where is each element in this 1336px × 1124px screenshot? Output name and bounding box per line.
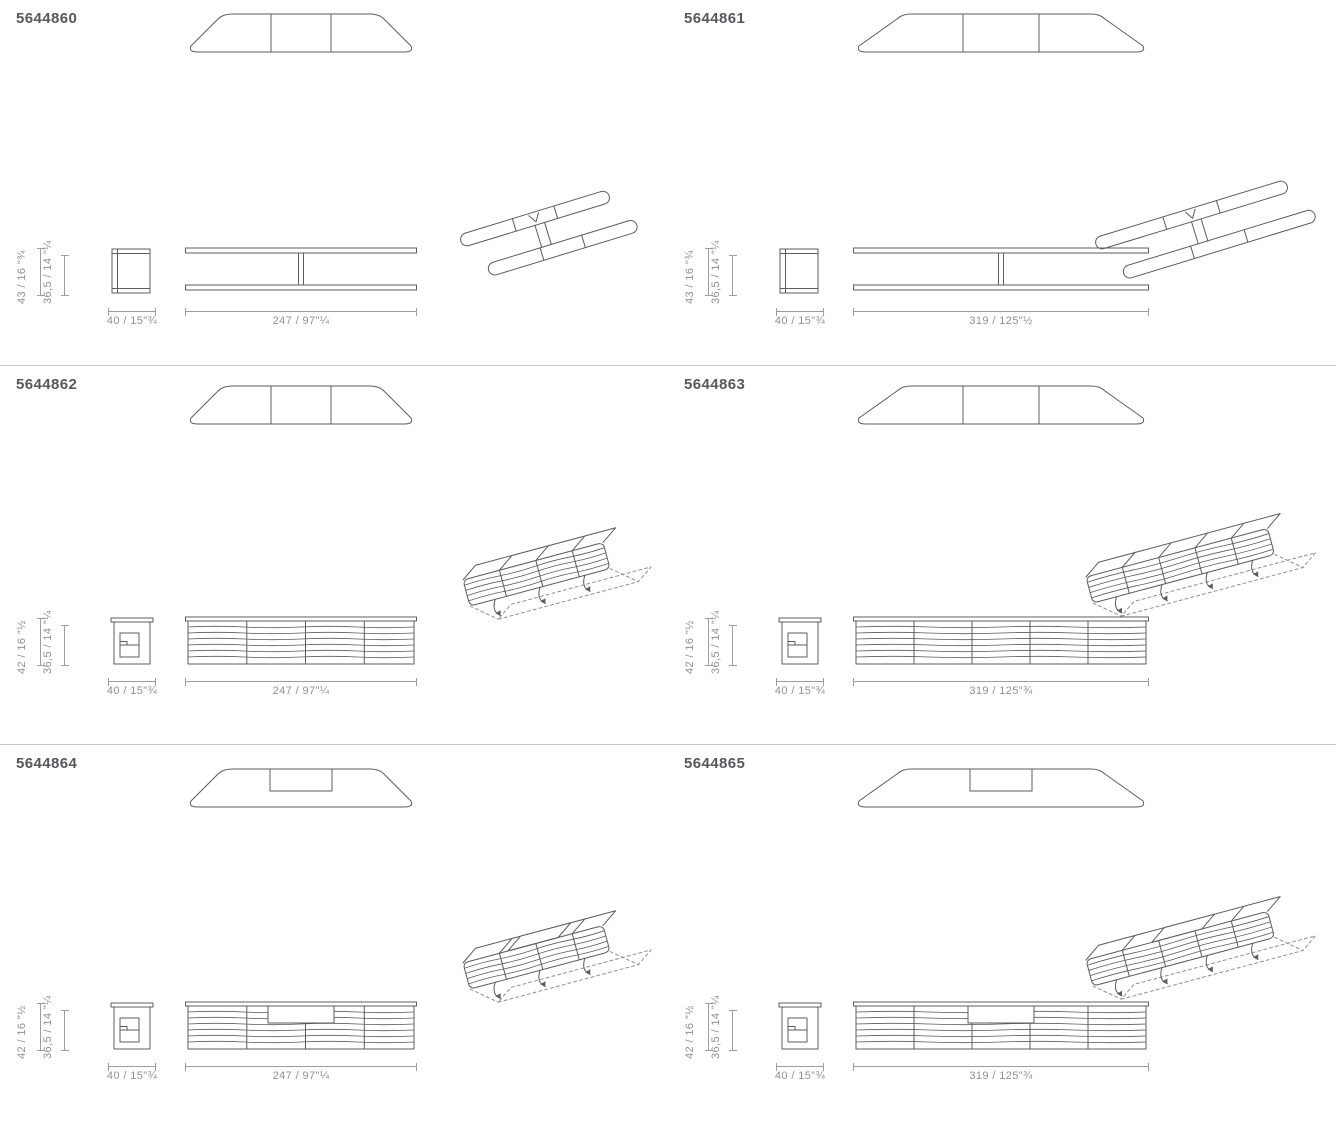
inner-height-dimension-line xyxy=(61,255,69,296)
side-view-drawing xyxy=(110,616,154,666)
depth-dimension-label: 40 / 15"¾ xyxy=(106,315,158,327)
product-panel-5644863: 5644863 42 / 16 "½ 36,5 / 14 "¼ 40 / 15"… xyxy=(668,366,1336,744)
product-panel-5644860: 5644860 43 / 16 "¾ 36,5 / 14 "¼ 40 / 15"… xyxy=(0,0,668,365)
inner-height-dimension-label: 36,5 / 14 "¼ xyxy=(710,610,722,674)
height-dimension-line xyxy=(37,618,45,666)
top-view-drawing xyxy=(853,384,1149,426)
depth-dimension-line xyxy=(776,678,824,686)
width-dimension-line xyxy=(853,308,1149,316)
depth-dimension-label: 40 / 15"¾ xyxy=(774,315,826,327)
side-view-drawing xyxy=(778,1001,822,1051)
inner-height-dimension-line xyxy=(729,1010,737,1051)
front-view-drawing xyxy=(853,1001,1149,1051)
product-panel-5644862: 5644862 42 / 16 "½ 36,5 / 14 "¼ 40 / 15"… xyxy=(0,366,668,744)
width-dimension-label: 319 / 125"¾ xyxy=(969,685,1033,697)
inner-height-dimension-label: 36,5 / 14 "¼ xyxy=(42,610,54,674)
inner-height-dimension-label: 36,5 / 14 "¼ xyxy=(710,995,722,1059)
depth-dimension-label: 40 / 15"¾ xyxy=(774,685,826,697)
inner-height-dimension-line xyxy=(729,255,737,296)
product-code: 5644861 xyxy=(684,10,746,27)
product-panel-5644865: 5644865 42 / 16 "½ 36,5 / 14 "¼ 40 / 15"… xyxy=(668,745,1336,1124)
depth-dimension-line xyxy=(776,308,824,316)
side-view-drawing xyxy=(110,1001,154,1051)
height-dimension-label: 42 / 16 "½ xyxy=(684,620,696,674)
inner-height-dimension-label: 36,5 / 14 "¼ xyxy=(42,995,54,1059)
height-dimension-line xyxy=(705,618,713,666)
height-dimension-label: 42 / 16 "½ xyxy=(16,1005,28,1059)
inner-height-dimension-line xyxy=(61,1010,69,1051)
front-view-drawing xyxy=(853,616,1149,666)
product-code: 5644860 xyxy=(16,10,78,27)
height-dimension-line xyxy=(705,248,713,296)
top-view-drawing xyxy=(853,767,1149,809)
depth-dimension-label: 40 / 15"¾ xyxy=(106,1070,158,1082)
sheet-row-3: 5644864 42 / 16 "½ 36,5 / 14 "¼ 40 / 15"… xyxy=(0,745,1336,1124)
side-view-drawing xyxy=(778,246,822,296)
depth-dimension-line xyxy=(108,678,156,686)
sheet-row-2: 5644862 42 / 16 "½ 36,5 / 14 "¼ 40 / 15"… xyxy=(0,366,1336,745)
inner-height-dimension-label: 36,5 / 14 "¼ xyxy=(42,240,54,304)
front-view-drawing xyxy=(185,1001,417,1051)
width-dimension-line xyxy=(853,1063,1149,1071)
isometric-view-drawing xyxy=(1078,881,1326,1056)
height-dimension-label: 43 / 16 "¾ xyxy=(684,250,696,304)
width-dimension-line xyxy=(185,1063,417,1071)
inner-height-dimension-line xyxy=(61,625,69,666)
depth-dimension-line xyxy=(108,308,156,316)
depth-dimension-line xyxy=(108,1063,156,1071)
width-dimension-line xyxy=(185,308,417,316)
depth-dimension-label: 40 / 15"¾ xyxy=(774,1070,826,1082)
product-panel-5644864: 5644864 42 / 16 "½ 36,5 / 14 "¼ 40 / 15"… xyxy=(0,745,668,1124)
width-dimension-label: 247 / 97"¼ xyxy=(272,685,330,697)
front-view-drawing xyxy=(185,616,417,666)
sheet-row-1: 5644860 43 / 16 "¾ 36,5 / 14 "¼ 40 / 15"… xyxy=(0,0,1336,366)
width-dimension-line xyxy=(185,678,417,686)
top-view-drawing xyxy=(853,12,1149,54)
height-dimension-line xyxy=(37,248,45,296)
product-code: 5644862 xyxy=(16,376,78,393)
inner-height-dimension-line xyxy=(729,625,737,666)
product-panel-5644861: 5644861 43 / 16 "¾ 36,5 / 14 "¼ 40 / 15"… xyxy=(668,0,1336,365)
depth-dimension-label: 40 / 15"¾ xyxy=(106,685,158,697)
top-view-drawing xyxy=(185,767,417,809)
height-dimension-label: 43 / 16 "¾ xyxy=(16,250,28,304)
width-dimension-label: 319 / 125"½ xyxy=(969,315,1033,327)
height-dimension-line xyxy=(705,1003,713,1051)
front-view-drawing xyxy=(853,246,1149,296)
isometric-view-drawing xyxy=(445,130,650,305)
front-view-drawing xyxy=(185,246,417,296)
inner-height-dimension-label: 36,5 / 14 "¼ xyxy=(710,240,722,304)
width-dimension-label: 247 / 97"¼ xyxy=(272,1070,330,1082)
product-code: 5644864 xyxy=(16,755,78,772)
product-code: 5644865 xyxy=(684,755,746,772)
top-view-drawing xyxy=(185,384,417,426)
isometric-view-drawing xyxy=(1080,118,1330,308)
isometric-view-drawing xyxy=(455,504,660,676)
height-dimension-line xyxy=(37,1003,45,1051)
width-dimension-line xyxy=(853,678,1149,686)
side-view-drawing xyxy=(778,616,822,666)
product-code: 5644863 xyxy=(684,376,746,393)
isometric-view-drawing xyxy=(1078,498,1326,673)
height-dimension-label: 42 / 16 "½ xyxy=(684,1005,696,1059)
depth-dimension-line xyxy=(776,1063,824,1071)
height-dimension-label: 42 / 16 "½ xyxy=(16,620,28,674)
isometric-view-drawing xyxy=(455,887,660,1059)
top-view-drawing xyxy=(185,12,417,54)
side-view-drawing xyxy=(110,246,154,296)
width-dimension-label: 247 / 97"¼ xyxy=(272,315,330,327)
width-dimension-label: 319 / 125"¾ xyxy=(969,1070,1033,1082)
